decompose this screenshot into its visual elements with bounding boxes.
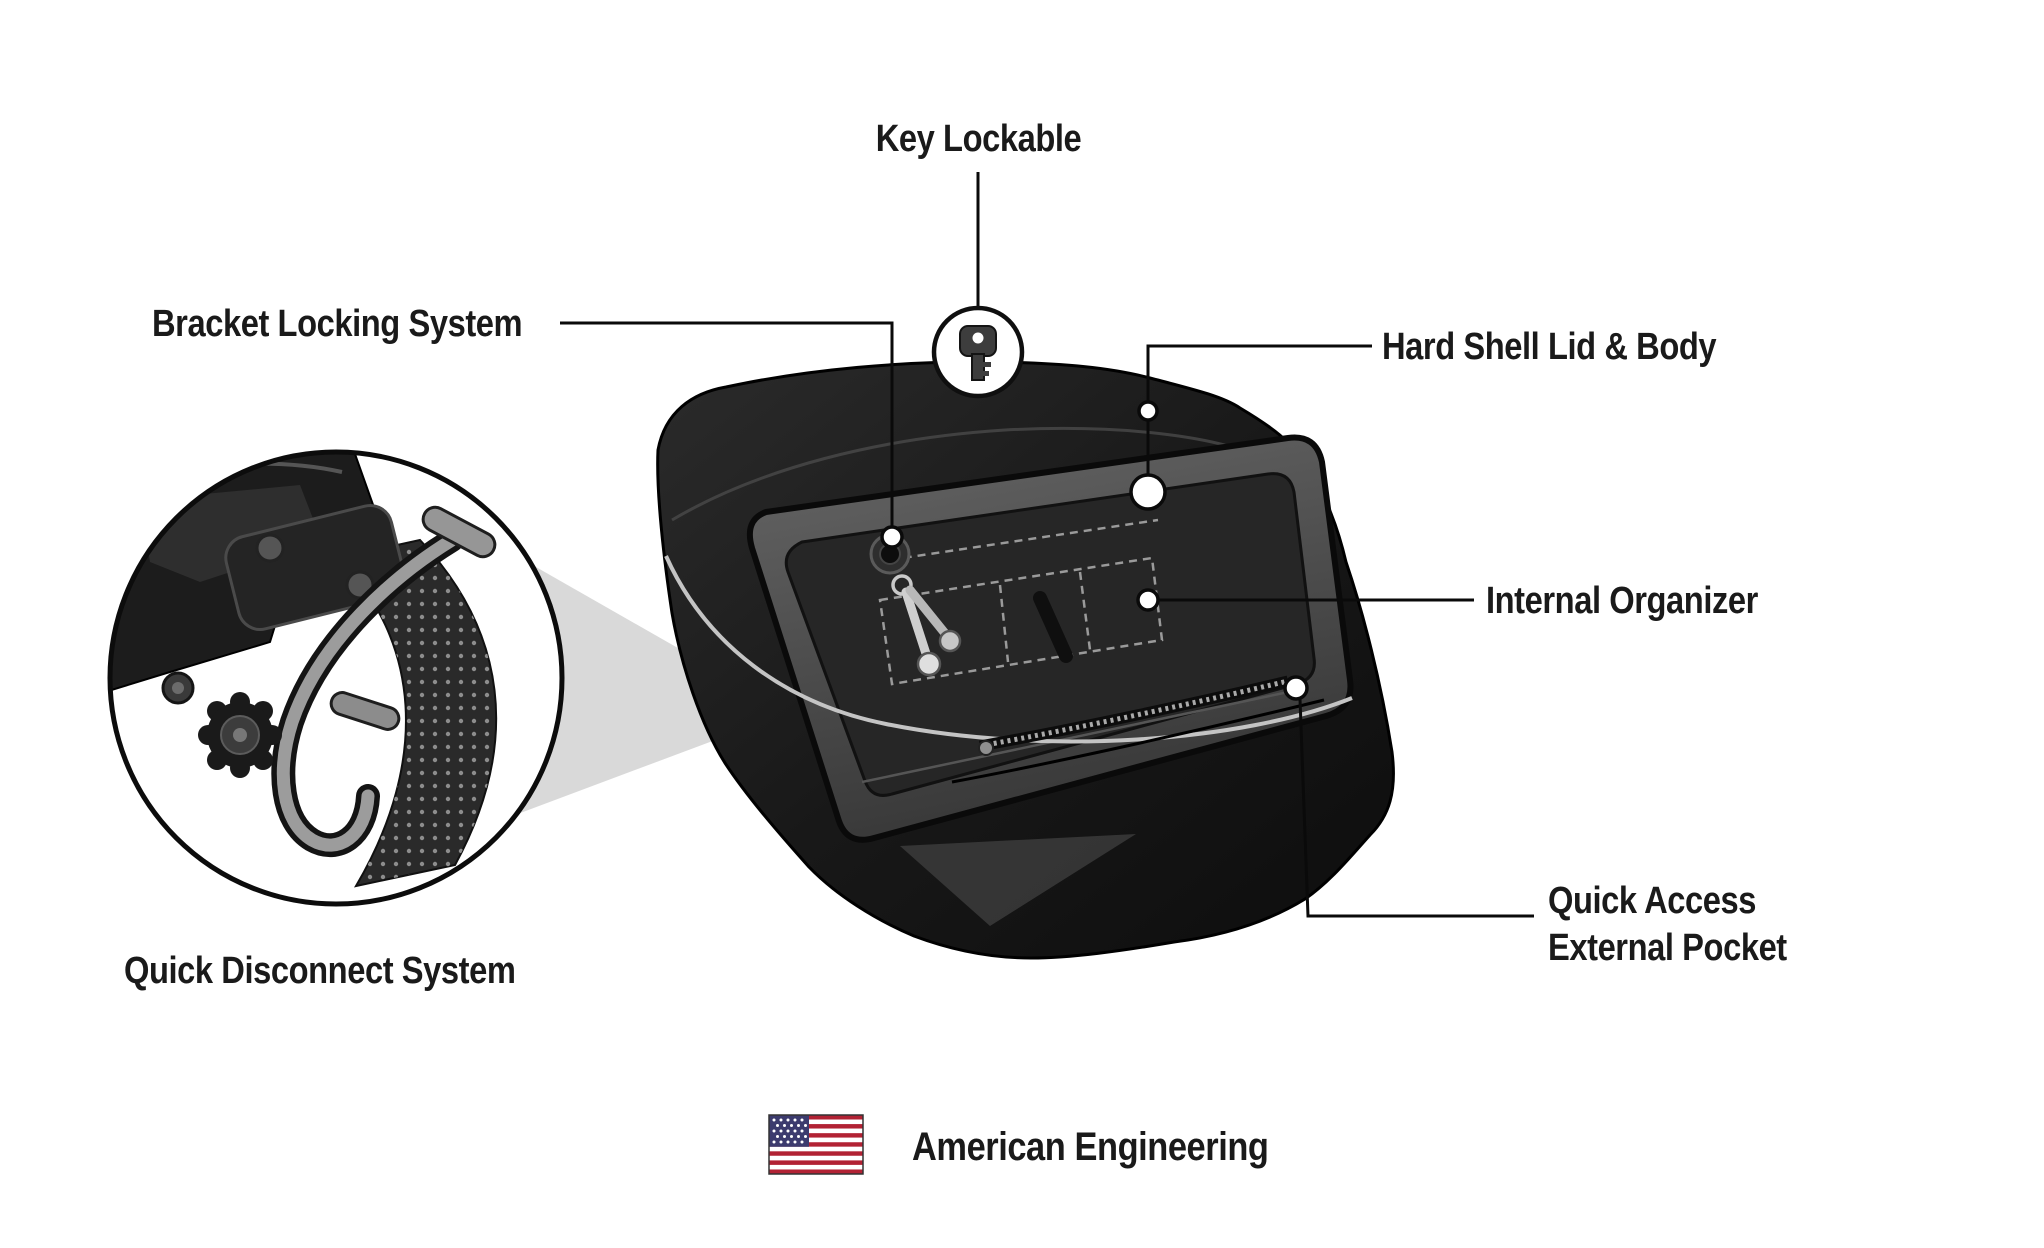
label-quick-disconnect-system: Quick Disconnect System — [124, 950, 579, 993]
us-flag-icon — [768, 1114, 864, 1175]
pocket-zipper-teeth — [979, 678, 1289, 749]
quick-disconnect-detail-circle — [107, 449, 565, 907]
body-piping — [664, 555, 1353, 744]
organizer-pockets — [875, 518, 1164, 686]
label-hard-shell-lid-body: Hard Shell Lid & Body — [1382, 326, 1771, 369]
callout-dot-hard-shell-large — [1129, 473, 1167, 511]
label-quick-access-line1: Quick Access — [1548, 880, 1756, 922]
label-quick-disconnect-system-text: Quick Disconnect System — [124, 950, 516, 992]
bag-sheen — [900, 834, 1136, 926]
zipper-slider — [978, 740, 994, 756]
callout-dot-hard-shell-small — [1137, 400, 1159, 422]
bag-lock — [869, 533, 962, 677]
callout-line-hard-shell-1 — [1146, 344, 1372, 401]
lid-hinge-line — [861, 688, 1299, 784]
label-bracket-locking-system-text: Bracket Locking System — [152, 303, 523, 345]
pivot-bolt-center — [172, 682, 184, 694]
label-internal-organizer-text: Internal Organizer — [1486, 580, 1758, 622]
saddlebag-illustration — [656, 360, 1395, 960]
bracket-bolt — [255, 533, 285, 563]
key-icon — [931, 305, 1025, 399]
thumb-knob — [198, 692, 282, 778]
label-quick-access-line2: External Pocket — [1548, 927, 1787, 969]
magnifier-wedge — [515, 555, 790, 815]
perforation-dots — [338, 540, 497, 886]
label-bracket-locking-system: Bracket Locking System — [152, 303, 582, 346]
pocket-crease — [951, 698, 1325, 784]
callout-dots — [880, 400, 1309, 701]
callout-lines — [560, 172, 1534, 918]
callout-line-bracket-locking — [560, 321, 894, 527]
label-hard-shell-lid-body-text: Hard Shell Lid & Body — [1382, 326, 1717, 368]
callout-dot-bracket-locking — [880, 525, 904, 549]
mount-pin — [421, 505, 497, 559]
label-american-engineering-text: American Engineering — [912, 1125, 1269, 1169]
detail-circle-outline — [107, 449, 565, 907]
callout-line-quick-access — [1298, 698, 1534, 918]
label-key-lockable: Key Lockable — [828, 118, 1128, 161]
label-key-lockable-text: Key Lockable — [875, 118, 1081, 160]
mount-pin — [329, 691, 401, 731]
label-american-engineering: American Engineering — [912, 1125, 1327, 1170]
lid-edge-highlight — [671, 426, 1263, 522]
callout-dot-internal-organizer — [1136, 588, 1160, 612]
disconnect-rod — [276, 533, 459, 852]
callout-dot-quick-access — [1283, 675, 1309, 701]
label-internal-organizer: Internal Organizer — [1486, 580, 1802, 623]
label-quick-access-external-pocket: Quick Access External Pocket — [1548, 878, 1826, 972]
organizer-strap — [1033, 591, 1073, 663]
